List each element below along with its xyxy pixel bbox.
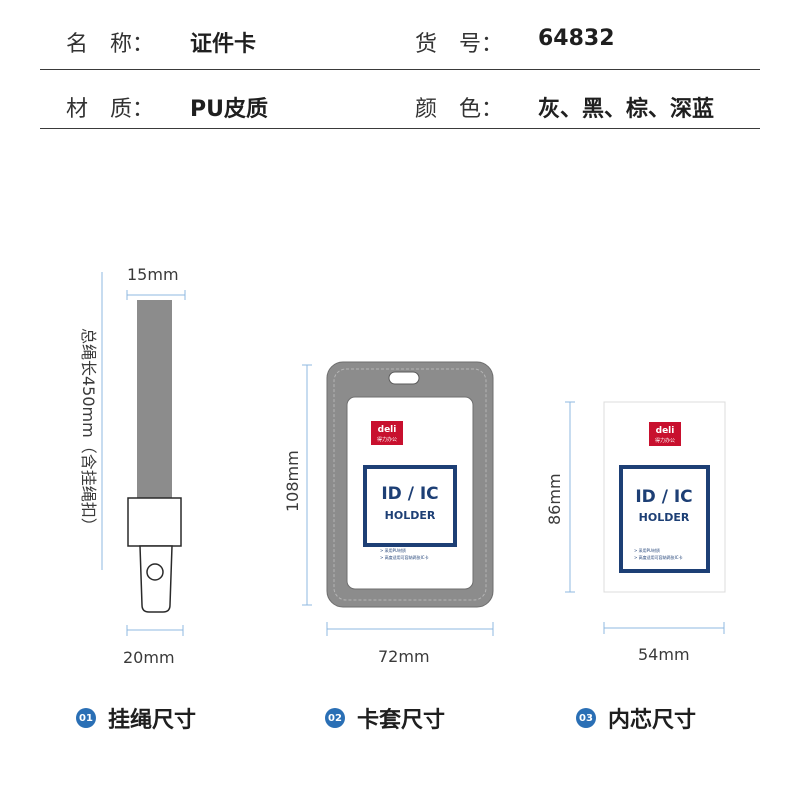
clip-width-label: 20mm xyxy=(123,648,175,667)
caption-number-badge: 01 xyxy=(76,708,96,728)
card-bullet-1: > 采用PU材质 xyxy=(634,547,660,553)
insert-width-label: 54mm xyxy=(638,645,690,664)
holder-slot xyxy=(388,371,420,385)
color-value: 灰、黑、棕、深蓝 xyxy=(538,97,715,122)
item-number-value: 64832 xyxy=(538,26,615,51)
id-ic-frame xyxy=(619,465,710,573)
material-value: PU皮质 xyxy=(190,97,268,122)
card-bullet-1: > 采用PU材质 xyxy=(380,547,406,553)
divider xyxy=(40,69,760,70)
id-ic-title: ID / IC xyxy=(381,484,438,504)
card-bullet-2: > 高度适用可容纳两张IC卡 xyxy=(380,554,429,560)
card-holder-illustration: deli 得力办公 ID / IC HOLDER > 采用PU材质 > 高度适用… xyxy=(302,361,494,636)
name-value: 证件卡 xyxy=(190,32,257,57)
inner-card-illustration: deli 得力办公 ID / IC HOLDER > 采用PU材质 > 高度适用… xyxy=(565,401,726,634)
card-bullet-2: > 高度适用可容纳两张IC卡 xyxy=(634,554,683,560)
caption-text: 挂绳尺寸 xyxy=(108,708,197,733)
deli-logo xyxy=(649,422,681,446)
deli-logo-text: deli xyxy=(656,426,675,436)
caption-text: 卡套尺寸 xyxy=(357,708,446,733)
item-number-label: 货 号： xyxy=(415,32,504,57)
color-label: 颜 色： xyxy=(415,97,504,122)
lanyard-illustration xyxy=(101,272,186,636)
deli-logo-sub: 得力办公 xyxy=(655,437,675,444)
divider xyxy=(40,128,760,129)
caption-holder: 02 卡套尺寸 xyxy=(325,703,445,733)
holder-subtitle: HOLDER xyxy=(385,509,436,522)
deli-logo-text: deli xyxy=(378,425,397,435)
id-ic-frame xyxy=(363,465,457,547)
spec-row-material: 材 质： PU皮质 颜 色： 灰、黑、棕、深蓝 xyxy=(40,75,760,135)
material-label: 材 质： xyxy=(66,97,155,122)
name-label: 名 称： xyxy=(66,32,155,57)
strap-width-label: 15mm xyxy=(127,265,179,284)
caption-lanyard: 01 挂绳尺寸 xyxy=(76,703,196,733)
holder-height-label: 108mm xyxy=(283,450,302,512)
lanyard-buckle xyxy=(127,497,182,547)
total-length-label: 总绳长450mm（含挂绳扣） xyxy=(79,328,98,534)
deli-logo xyxy=(371,421,403,445)
holder-subtitle: HOLDER xyxy=(639,511,690,524)
caption-number-badge: 03 xyxy=(576,708,596,728)
holder-width-label: 72mm xyxy=(378,647,430,666)
deli-logo-sub: 得力办公 xyxy=(377,436,397,443)
caption-text: 内芯尺寸 xyxy=(608,708,697,733)
spec-row-name: 名 称： 证件卡 货 号： 64832 xyxy=(40,10,760,70)
lanyard-strap xyxy=(137,300,172,500)
caption-number-badge: 02 xyxy=(325,708,345,728)
caption-insert: 03 内芯尺寸 xyxy=(576,703,696,733)
insert-height-label: 86mm xyxy=(545,473,564,525)
id-ic-title: ID / IC xyxy=(635,487,692,507)
